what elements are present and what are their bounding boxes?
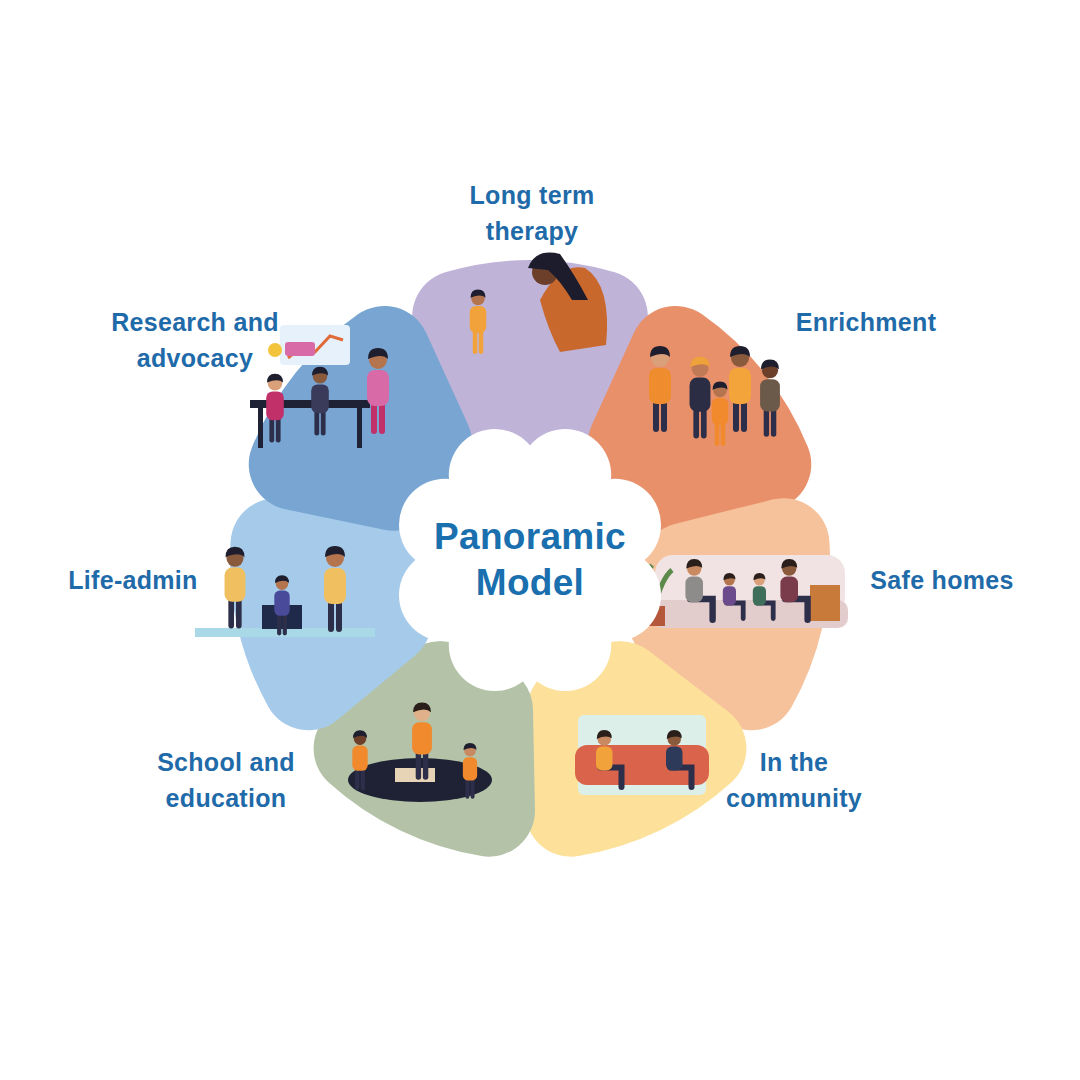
enrichment-scene [649, 346, 780, 446]
hair [226, 547, 245, 557]
seated-figure [596, 730, 622, 787]
hair [312, 367, 328, 376]
life-admin-scene [195, 546, 375, 637]
torso [311, 384, 329, 413]
hair [267, 374, 283, 383]
hair [781, 559, 797, 569]
illustrations [195, 253, 848, 802]
petal-node: Enrichment [796, 304, 937, 340]
chart-board [280, 325, 350, 365]
therapy-scene [470, 253, 607, 354]
petal-node: Long term therapy [447, 177, 617, 250]
school-scene [348, 702, 492, 802]
torso [463, 757, 477, 780]
node-label: Enrichment [796, 304, 937, 340]
paper [395, 768, 435, 782]
petal-node: Research and advocacy [95, 304, 295, 377]
torso [596, 747, 613, 771]
node-label: Panoramic Model [405, 514, 655, 607]
hair [667, 730, 682, 739]
hair [353, 730, 367, 738]
torso [685, 577, 703, 603]
petal-node: School and education [126, 744, 326, 817]
research-scene [250, 325, 389, 448]
hair [713, 382, 728, 390]
hair [686, 559, 702, 569]
torso [649, 368, 671, 404]
person-figure [367, 348, 389, 434]
seated-figure [780, 559, 807, 620]
node-label: School and education [126, 744, 326, 817]
torso [723, 586, 736, 605]
adult-hair [528, 253, 588, 300]
person-figure [352, 730, 367, 790]
node-label: In the community [714, 744, 874, 817]
community-scene [575, 715, 709, 795]
seated-figure [753, 573, 773, 619]
speech-bubble [285, 342, 315, 356]
person-figure [311, 367, 329, 436]
hair [464, 743, 477, 750]
hair [650, 346, 670, 357]
petal-node: Safe homes [870, 562, 1013, 598]
table-leg [258, 408, 263, 448]
torso [352, 746, 367, 771]
node-label: Long term therapy [447, 177, 617, 250]
center-cloud: Panoramic Model [380, 410, 680, 710]
torso [225, 568, 246, 602]
cloud-shape [380, 410, 680, 710]
seated-figure [666, 730, 692, 787]
node-label: Research and advocacy [95, 304, 295, 377]
torso [753, 586, 766, 605]
hair [471, 290, 486, 298]
torso [324, 568, 346, 604]
hair [753, 573, 765, 580]
hair [691, 357, 710, 367]
torso [780, 577, 798, 603]
torso [266, 391, 284, 420]
hair [723, 573, 735, 580]
person-figure [470, 290, 487, 355]
person-figure [712, 382, 729, 447]
seated-figure [685, 559, 712, 620]
person-figure [324, 546, 346, 632]
hair [730, 346, 750, 357]
torso [712, 398, 729, 425]
hair [761, 359, 779, 369]
table-leg [357, 408, 362, 448]
torso [470, 306, 487, 333]
person-figure [412, 702, 432, 779]
check-badge [268, 343, 282, 357]
torso [729, 368, 751, 404]
torso [760, 379, 780, 411]
hair [413, 702, 431, 712]
torso [274, 591, 289, 616]
person-figure [266, 374, 284, 443]
petal-node: Life-admin [68, 562, 197, 598]
torso [367, 370, 389, 406]
node-label: Safe homes [870, 562, 1013, 598]
hair [368, 348, 388, 359]
seated-figure [723, 573, 743, 619]
person-figure [729, 346, 751, 432]
person-figure [274, 575, 289, 635]
person-figure [649, 346, 671, 432]
torso [412, 722, 432, 754]
safe-homes-scene [636, 555, 848, 628]
person-figure [760, 359, 780, 436]
hair [597, 730, 612, 739]
person-figure [463, 743, 477, 799]
hair [275, 575, 289, 583]
hair [325, 546, 345, 557]
person-figure [225, 547, 246, 629]
torso [690, 378, 711, 412]
node-label: Life-admin [68, 562, 197, 598]
person-figure [690, 357, 711, 439]
drawer [810, 585, 840, 621]
petal-node: In the community [714, 744, 874, 817]
torso [666, 747, 683, 771]
